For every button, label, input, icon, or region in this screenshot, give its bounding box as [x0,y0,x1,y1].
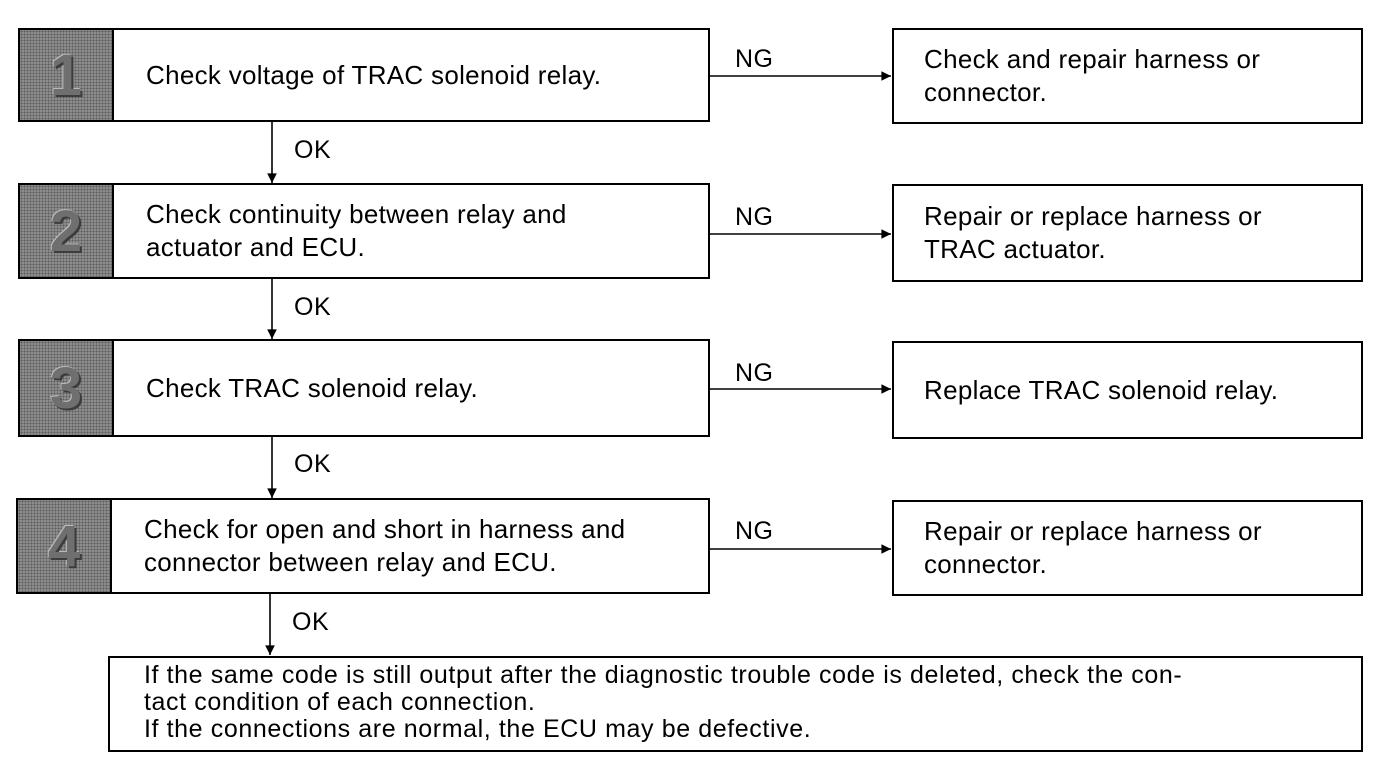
step-2-result-box: Repair or replace harness or TRAC actuat… [892,184,1363,282]
step-3-text: Check TRAC solenoid relay. [146,372,478,403]
step-2-number-badge: 2 [20,185,114,277]
step-2-ng-label: NG [735,203,774,231]
step-3-ng-label: NG [735,359,774,387]
step-4-ng-label: NG [735,517,774,545]
final-note-line-2: tact condition of each connection. [144,688,536,716]
step-1-ng-label: NG [735,45,774,73]
final-note-line-1: If the same code is still output after t… [144,661,1183,689]
step-2-box: 2 Check continuity between relay and act… [18,183,710,279]
step-4-text: Check for open and short in harness and … [144,514,626,577]
step-2-text: Check continuity between relay and actua… [146,199,567,262]
step-1-ok-label: OK [294,136,332,164]
step-1-box: 1 Check voltage of TRAC solenoid relay. [18,28,710,122]
step-3-number-badge: 3 [20,341,114,435]
step-3-box: 3 Check TRAC solenoid relay. [18,339,710,437]
step-1-text: Check voltage of TRAC solenoid relay. [146,59,602,90]
step-4-number-badge: 4 [18,500,112,592]
step-3-number: 3 [49,355,83,421]
step-4-number: 4 [47,513,81,579]
step-4-result-box: Repair or replace harness or connector. [892,500,1363,596]
step-4-ok-label: OK [292,608,330,636]
step-3-ok-label: OK [294,450,332,478]
final-note-box: If the same code is still output after t… [108,656,1363,752]
step-1-number-badge: 1 [20,30,114,120]
step-3-result-box: Replace TRAC solenoid relay. [892,341,1363,439]
final-note-line-3: If the connections are normal, the ECU m… [144,715,812,743]
step-4-box: 4 Check for open and short in harness an… [16,498,710,594]
step-1-result-box: Check and repair harness or connector. [892,28,1363,124]
step-2-number: 2 [49,198,83,264]
step-2-ok-label: OK [294,293,332,321]
step-1-number: 1 [49,42,83,108]
